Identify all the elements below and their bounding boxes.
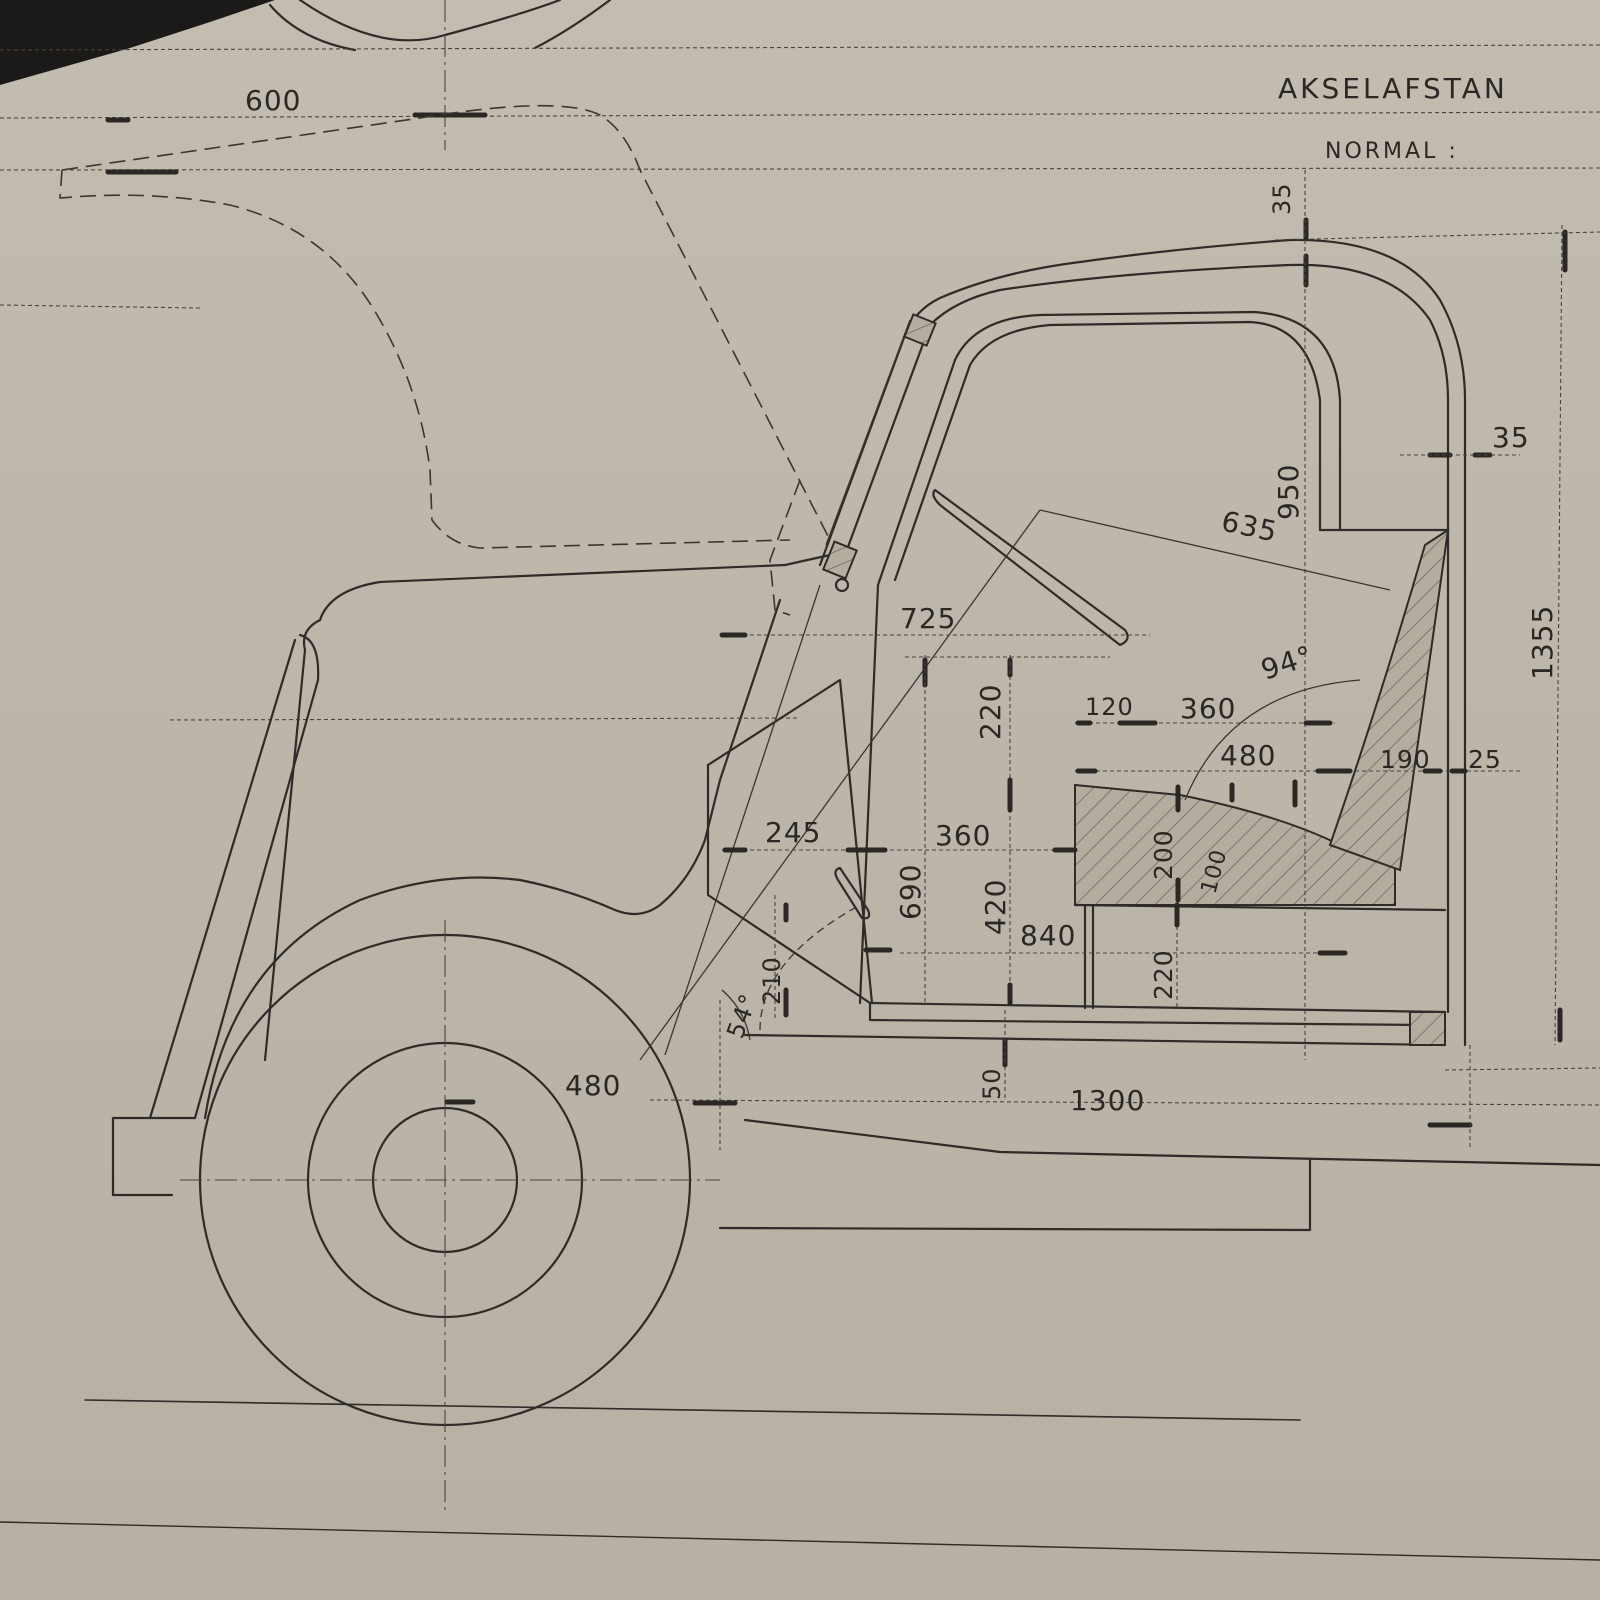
windshield-lower-seal [821, 540, 859, 580]
reference-line [1444, 1067, 1600, 1071]
chassis-frame-top [743, 1118, 1600, 1167]
grille-front-edge [148, 638, 297, 1120]
grille-inner-line [193, 633, 320, 1120]
pedal [834, 866, 871, 920]
reference-line [649, 1099, 1600, 1106]
open-hood-outline [59, 169, 791, 549]
dim-seat-height-from-floor: 420 [979, 879, 1012, 935]
cab-floor-underside [743, 1033, 1447, 1047]
seat-base-top [1073, 903, 1447, 912]
firewall-guide-line [664, 584, 821, 1056]
dim-seat-back-angle: 94° [1257, 639, 1317, 687]
front-grille-line [263, 618, 322, 1062]
steering-column-axis [639, 509, 1041, 1061]
upper-wheel-arc [298, 0, 562, 42]
upper-arc-left [268, 3, 357, 52]
hood-top-line [318, 553, 832, 622]
dim-seat-depth-top: 360 [1180, 692, 1236, 725]
door-frame [876, 310, 1342, 587]
upper-arc-right [533, 0, 612, 50]
firewall-upper [706, 678, 874, 1005]
title-rule-1 [0, 111, 1600, 119]
seat-angle-arc [1184, 679, 1361, 801]
rear-sill-section [1409, 1011, 1446, 1046]
hood-hinge-dashed [769, 479, 801, 616]
cab-roof-inner [843, 263, 1450, 1014]
front-bumper [111, 1116, 197, 1197]
cab-floor-top [868, 1001, 1447, 1014]
dim-hood-overhang: 600 [245, 84, 301, 117]
toe-board [706, 763, 872, 1005]
background-corner [0, 0, 275, 85]
seat-backrest [1328, 527, 1450, 872]
dim-cab-inner-height: 950 [1272, 464, 1305, 520]
dim-floor-thickness: 50 [978, 1067, 1006, 1100]
dim-wheel-to-cab: 480 [565, 1069, 621, 1102]
front-fender [203, 778, 722, 1120]
dim-seat-front-to-rear: 840 [1020, 919, 1076, 952]
cab-height-dim-line [1554, 224, 1563, 1046]
pedal-swing-arc [759, 904, 861, 1031]
dim-roof-thickness: 35 [1268, 182, 1296, 215]
steering-wheel [932, 488, 1129, 647]
dim-cab-overall-height: 1355 [1526, 605, 1559, 680]
windshield-glass [825, 319, 911, 546]
door-opening-outer [893, 320, 1322, 582]
floor-angle-arc [721, 989, 751, 1041]
title-rule-2 [0, 167, 1600, 171]
windshield-upper-seal [903, 313, 937, 347]
dim-pedal-height: 210 [758, 956, 786, 1005]
reference-line [169, 717, 801, 721]
dim-seat-cushion-height: 200 [1149, 829, 1178, 880]
dim-dash-to-seat: 725 [900, 602, 956, 635]
ground-line [84, 1399, 1301, 1421]
dim-firewall-to-seat: 360 [935, 819, 991, 852]
open-hood-top [61, 104, 831, 541]
cab-floor-board [868, 1001, 1427, 1027]
dim-pedal-to-firewall: 245 [765, 816, 821, 849]
hood-hinge [834, 577, 850, 593]
dim-seat-depth-total: 480 [1220, 739, 1276, 772]
dim-rear-panel: 25 [1468, 745, 1502, 774]
dim-steering-height: 690 [894, 864, 927, 920]
reference-line [1274, 231, 1600, 241]
hood-side-line [718, 598, 782, 782]
dim-backrest-thickness: 190 [1380, 745, 1431, 774]
dim-rear-wall-thickness: 35 [1492, 421, 1530, 454]
dim-seat-front-offset: 120 [1085, 693, 1134, 721]
dim-cab-floor-length: 1300 [1070, 1084, 1145, 1117]
upper-reference-line [0, 44, 1600, 51]
chassis-frame-lower [718, 1158, 1312, 1232]
dim-headroom-gap: 220 [974, 684, 1007, 740]
dim-seat-base-height: 220 [1149, 949, 1178, 1000]
cab-roof-outer [818, 238, 1467, 1047]
drawing-subtitle: NORMAL : [1325, 139, 1459, 164]
drawing-title: AKSELAFSTAN [1278, 72, 1508, 105]
reach-dim-line [1039, 509, 1391, 591]
door-front-edge [858, 583, 880, 1005]
sheet-border-line [0, 1521, 1600, 1561]
reference-line [0, 304, 201, 309]
